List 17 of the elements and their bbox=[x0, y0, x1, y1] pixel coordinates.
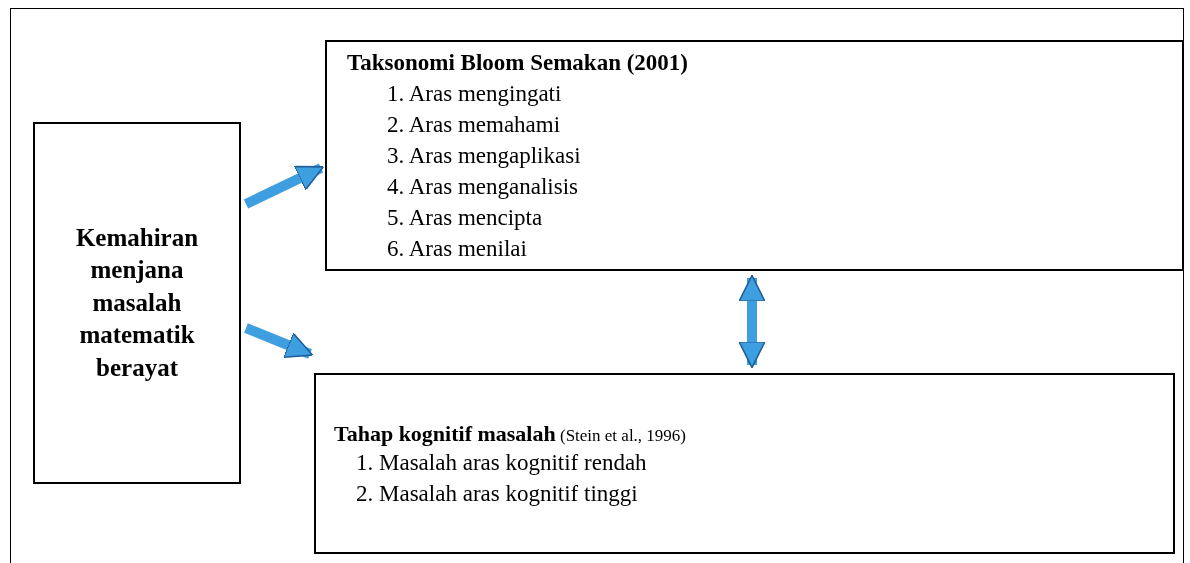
list-item: 6. Aras menilai bbox=[386, 235, 528, 263]
box-title: Kemahiran menjana masalah matematik berayat bbox=[74, 222, 200, 383]
list-item: 5. Aras mencipta bbox=[386, 204, 544, 232]
box-title: Tahap kognitif masalah (Stein et al., 1996) bbox=[334, 421, 688, 447]
list-item: 4. Aras menganalisis bbox=[386, 173, 579, 201]
block-arrow bbox=[738, 274, 766, 369]
block-arrow bbox=[243, 163, 325, 209]
list-item: 2. Aras memahami bbox=[386, 111, 562, 139]
list-box bbox=[325, 40, 1184, 271]
block-arrow bbox=[244, 323, 314, 359]
list-item: 3. Aras mengaplikasi bbox=[386, 142, 582, 170]
list-item: 2. Masalah aras kognitif tinggi bbox=[355, 480, 639, 508]
list-box bbox=[314, 373, 1175, 554]
concept-box bbox=[33, 122, 241, 484]
box-title: Taksonomi Bloom Semakan (2001) bbox=[347, 50, 689, 76]
list-item: 1. Aras mengingati bbox=[386, 80, 563, 108]
list-item: 1. Masalah aras kognitif rendah bbox=[355, 449, 648, 477]
